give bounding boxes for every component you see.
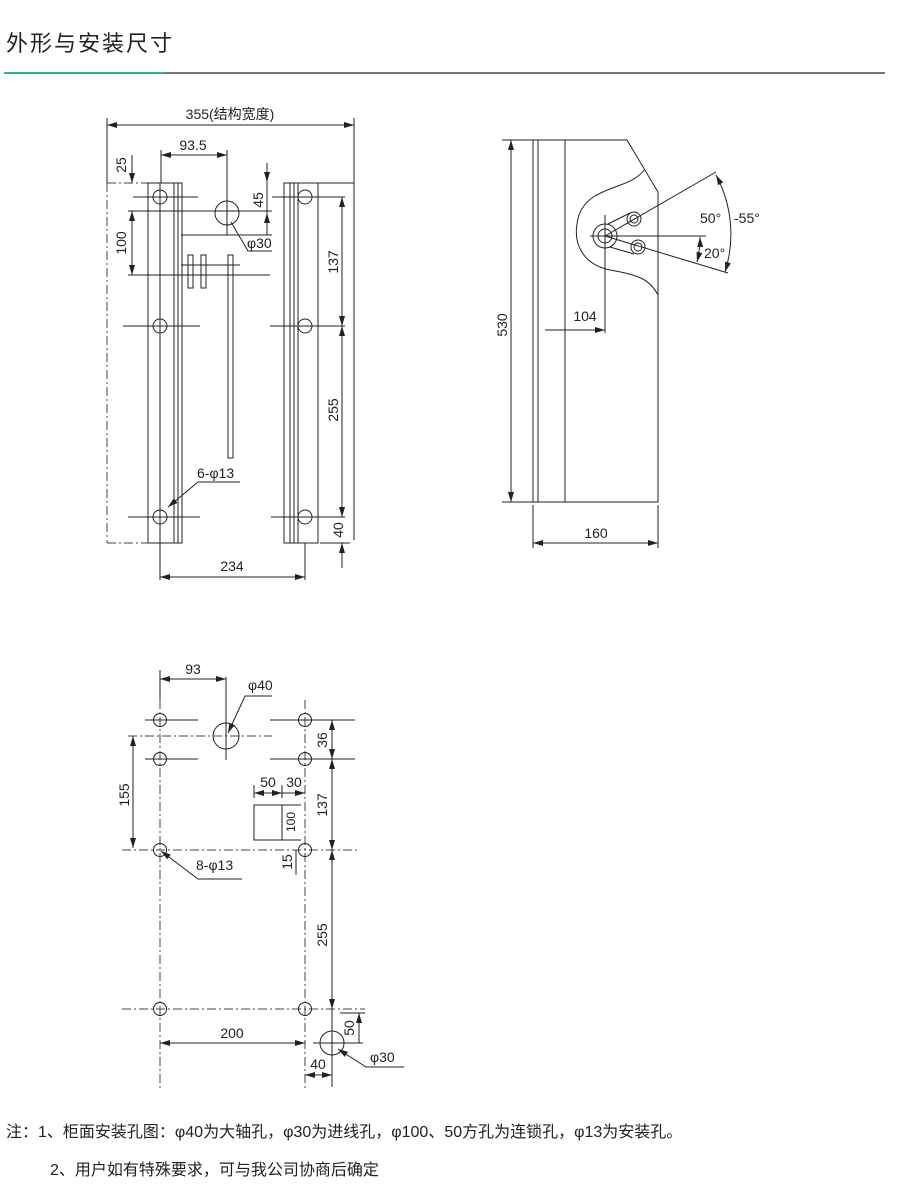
label-phi30: φ30 — [370, 1049, 395, 1065]
angle-20: 20° — [704, 245, 725, 261]
dim-93-5: 93.5 — [179, 137, 206, 153]
dim-234: 234 — [220, 558, 244, 574]
dim-36: 36 — [314, 732, 330, 748]
label-phi30: φ30 — [247, 235, 272, 251]
label-6-phi13: 6-φ13 — [197, 465, 234, 481]
dim-100: 100 — [284, 812, 298, 832]
dim-45: 45 — [250, 192, 266, 208]
label-phi40: φ40 — [248, 677, 273, 693]
dim-40: 40 — [330, 522, 346, 538]
panel-cutout-view: 93 φ40 36 155 137 50 30 100 15 8-φ13 255… — [116, 661, 404, 1090]
dim-width-355: 355(结构宽度) — [186, 106, 275, 122]
dim-50b: 50 — [341, 1020, 357, 1036]
dim-100: 100 — [113, 231, 129, 255]
dim-15: 15 — [279, 854, 295, 870]
note-1: 注：1、柜面安装孔图：φ40为大轴孔，φ30为进线孔，φ100、50方孔为连锁孔… — [6, 1124, 683, 1141]
cable-hole — [214, 200, 240, 226]
dim-160: 160 — [584, 525, 608, 541]
angle-55: -55° — [734, 210, 760, 226]
interlock-plate — [200, 254, 207, 289]
dim-93: 93 — [185, 661, 201, 677]
dim-25: 25 — [113, 157, 129, 173]
title-underline — [166, 72, 885, 74]
dim-137: 137 — [314, 793, 330, 817]
dim-200: 200 — [220, 1025, 244, 1041]
interlock-cutout — [253, 804, 283, 841]
operating-rod — [227, 254, 234, 459]
dim-40: 40 — [310, 1056, 326, 1072]
dim-30: 30 — [286, 774, 302, 790]
dim-104: 104 — [573, 308, 597, 324]
dim-50: 50 — [260, 774, 276, 790]
dim-255: 255 — [325, 398, 341, 422]
angle-50: 50° — [700, 210, 721, 226]
note-2: 2、用户如有特殊要求，可与我公司协商后确定 — [50, 1162, 379, 1179]
dim-530: 530 — [494, 313, 510, 337]
label-8-phi13: 8-φ13 — [196, 857, 233, 873]
title-underline-accent — [4, 72, 166, 74]
side-view: 50° -55° 20° 104 530 160 — [494, 139, 760, 548]
interlock-plate — [187, 254, 194, 289]
dim-255: 255 — [314, 923, 330, 947]
front-view: 355(结构宽度) 93.5 25 — [106, 106, 355, 580]
dim-137: 137 — [325, 250, 341, 274]
page-title: 外形与安装尺寸 — [6, 31, 175, 56]
dim-155: 155 — [116, 783, 132, 807]
